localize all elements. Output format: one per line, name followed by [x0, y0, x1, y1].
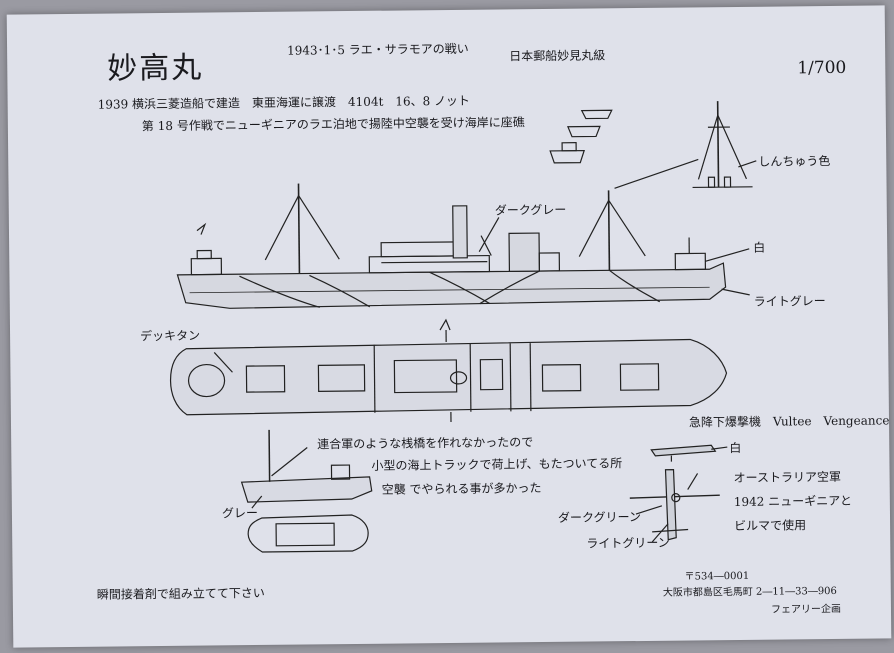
note-line-3: 空襲 でやられる事が多かった: [381, 481, 542, 497]
label-plane-white: 白: [729, 440, 742, 456]
ship-top-view: [169, 318, 728, 422]
ship-side-view: [176, 183, 750, 309]
small-craft-icons: [549, 109, 613, 164]
label-dark-green: ダークグリーン: [557, 510, 642, 525]
aircraft-drawings: [629, 444, 728, 543]
ship-class: 日本郵船妙見丸級: [509, 48, 606, 64]
ship-drawings: [169, 101, 757, 553]
label-light-grey: ライトグレー: [753, 294, 826, 309]
scale-label: 1/700: [797, 57, 847, 79]
note-line-2: 小型の海上トラックで荷上げ、もたついてる所: [371, 456, 623, 473]
postal-code: 〒534―0001: [684, 570, 750, 583]
kit-title: 妙高丸: [107, 50, 204, 87]
instruction-sheet: 妙高丸 1943･1･5 ラエ・サラモアの戦い 日本郵船妙見丸級 1/700 1…: [6, 5, 892, 648]
label-grey: グレー: [221, 506, 259, 521]
aircraft-line-1: オーストラリア空軍: [733, 469, 842, 486]
aircraft-line-3: ビルマで使用: [734, 518, 807, 534]
note-line-1: 連合軍のような桟橋を作れなかったので: [317, 435, 534, 452]
mast-detail: [614, 101, 757, 189]
label-deck-tan: デッキタン: [140, 328, 201, 344]
aircraft-title: 急降下爆撃機 Vultee Vengeance: [688, 413, 890, 430]
assembly-instruction: 瞬間接着剤で組み立てて下さい: [96, 585, 265, 602]
label-shinchuu: しんちゅう色: [758, 153, 831, 169]
aircraft-line-2: 1942 ニューギニアと: [733, 493, 853, 510]
label-white: 白: [753, 240, 766, 255]
label-light-green: ライトグリーン: [586, 535, 670, 551]
barge-views: [240, 429, 373, 553]
maker-address: 大阪市都島区毛馬町 2―11―33―906: [662, 585, 837, 599]
label-dark-grey: ダークグレー: [494, 202, 567, 218]
maker-name: フェアリー企画: [770, 603, 842, 616]
battle-subtitle: 1943･1･5 ラエ・サラモアの戦い: [287, 41, 469, 58]
